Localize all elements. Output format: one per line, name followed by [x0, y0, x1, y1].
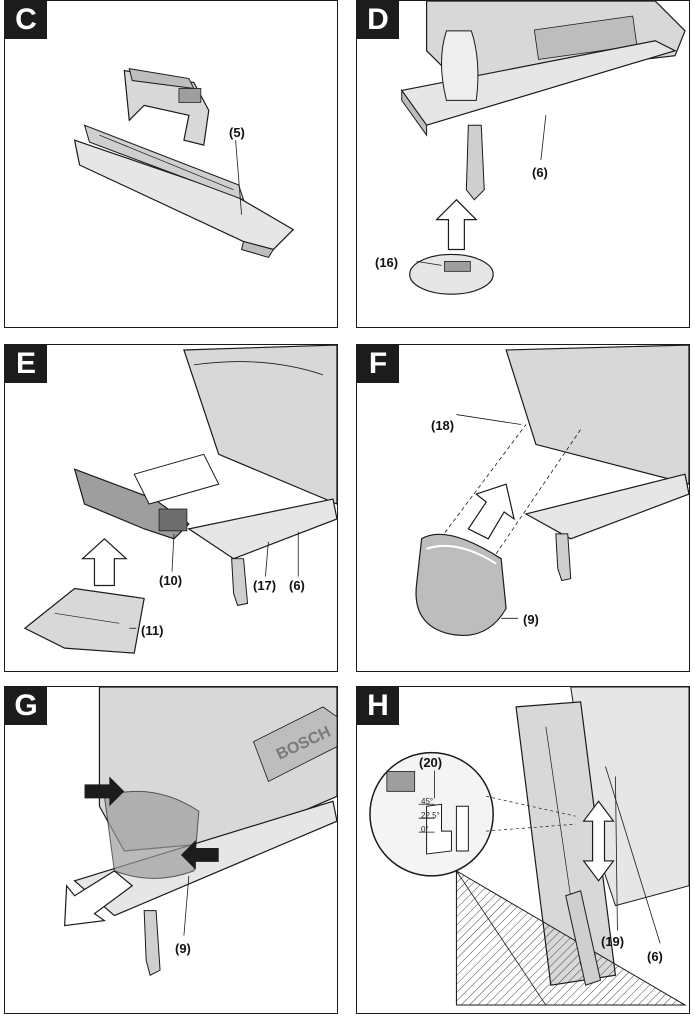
arrow-right-icon [84, 776, 125, 807]
panel-e-illustration [23, 345, 337, 654]
saw-blade [231, 558, 249, 606]
angle-label-0: 0° [421, 825, 429, 834]
panel-d-illustration [400, 1, 686, 295]
panel-d: D (6) (16) [356, 0, 690, 328]
panel-c-illustration [73, 67, 295, 259]
callout-6: (6) [647, 949, 663, 964]
panel-c: C (5) [4, 0, 338, 328]
callout-9: (9) [175, 941, 191, 956]
callout-20: (20) [419, 755, 443, 770]
callout-5: (5) [229, 125, 245, 140]
base-plate [187, 498, 337, 560]
panel-e: E (10) (17) (6) (11) [4, 344, 338, 672]
angle-label-45: 45° [421, 797, 434, 806]
panel-d-letter: D [357, 1, 399, 39]
saw-body [505, 345, 689, 485]
panel-g: G BOSCH (9) [4, 686, 338, 1014]
callout-11: (11) [141, 623, 164, 638]
panel-h-letter: H [357, 687, 399, 725]
callout-10: (10) [159, 573, 183, 588]
saw-blade [143, 910, 161, 976]
panel-f: F (18) (9) [356, 344, 690, 672]
panel-g-letter: G [5, 687, 47, 725]
callout-17: (17) [253, 578, 277, 593]
arrow-up-icon [467, 483, 515, 540]
callout-6: (6) [532, 165, 548, 180]
arrow-up-icon [435, 198, 478, 251]
saw-blade [465, 124, 485, 201]
arrow-down-left-icon [64, 870, 134, 927]
saw-body [183, 345, 337, 505]
panel-f-letter: F [357, 345, 399, 383]
angle-label-22-5: 22.5° [421, 811, 440, 820]
panel-h: H (20) 45° 22.5° 0 [356, 686, 690, 1014]
cover-plate [23, 587, 145, 654]
arrow-left-icon [180, 840, 219, 870]
panel-g-illustration [64, 687, 337, 976]
callout-18: (18) [431, 418, 455, 433]
chip-guard [103, 790, 200, 879]
panel-c-letter: C [5, 1, 47, 39]
callout-6: (6) [289, 578, 305, 593]
splinter-guard [409, 253, 494, 295]
panel-f-illustration [415, 345, 689, 637]
guide-plate [73, 139, 295, 251]
base-plate [524, 473, 689, 540]
callout-9: (9) [523, 612, 539, 627]
guide-rod [83, 124, 245, 201]
panel-h-illustration [369, 687, 689, 1006]
panel-e-letter: E [5, 345, 47, 383]
chip-guard [415, 533, 507, 637]
arrow-up-down-icon [582, 800, 615, 882]
saw-blade [555, 533, 572, 582]
callout-19: (19) [601, 934, 625, 949]
arrow-up-icon [81, 538, 128, 587]
saw-blade [565, 890, 602, 986]
callout-16: (16) [375, 255, 399, 270]
